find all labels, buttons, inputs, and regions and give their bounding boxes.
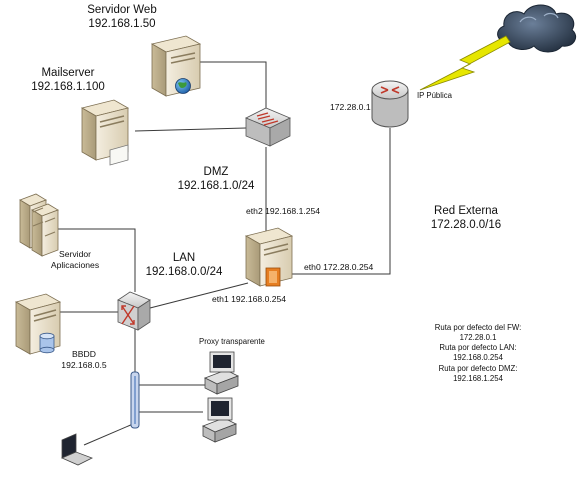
routes-note-line-2: 172.28.0.1 — [459, 333, 497, 343]
link-firewall-router — [292, 128, 391, 275]
laptop-icon — [60, 433, 93, 466]
firewall-server-icon — [244, 227, 294, 287]
external-network-name: Red Externa — [434, 205, 498, 217]
db-server-ip: 192.168.0.5 — [61, 359, 107, 370]
lan-name: LAN — [172, 252, 196, 264]
web-server-name: Servidor Web — [87, 4, 157, 16]
dmz-label: DMZ 192.168.1.0/24 — [168, 165, 264, 194]
dmz-name: DMZ — [203, 166, 229, 178]
lan-bus-icon — [130, 371, 140, 429]
link-mailserver-dmz-switch — [134, 127, 247, 132]
public-ip-label: IP Pública — [417, 91, 452, 100]
router-ip-label: 172.28.0.1 — [330, 102, 371, 112]
mail-server-name: Mailserver — [41, 67, 95, 79]
db-server-name: BBDD — [72, 349, 96, 359]
external-network-label: Red Externa 172.28.0.0/16 — [410, 204, 522, 233]
routes-note-line-5: Ruta por defecto DMZ: — [438, 363, 518, 373]
routes-note-line-6: 192.168.1.254 — [453, 373, 503, 383]
db-server-label: BBDD 192.168.0.5 — [52, 349, 116, 370]
mail-server-ip: 192.168.1.100 — [31, 81, 105, 94]
router-icon — [371, 80, 409, 128]
pc-desktop-icon — [202, 397, 237, 443]
lightning-icon — [419, 35, 511, 91]
external-network-range: 172.28.0.0/16 — [430, 219, 502, 232]
link-appserver-lan-switch — [56, 228, 136, 292]
firewall-eth1-label: eth1 192.168.0.254 — [212, 294, 287, 304]
app-server-icon — [19, 193, 59, 257]
proxy-label: Proxy transparente — [199, 337, 265, 346]
desktop-icon — [204, 351, 239, 395]
cloud-icon — [497, 4, 577, 53]
lan-label: LAN 192.168.0.0/24 — [136, 251, 232, 280]
routes-note: Ruta por defecto del FW: 172.28.0.1 Ruta… — [420, 323, 536, 384]
link-webserver-dmz-switch — [195, 61, 267, 112]
lan-network: 192.168.0.0/24 — [145, 266, 223, 279]
globe-icon — [175, 78, 191, 94]
link-lan-switch-firewall — [149, 282, 249, 309]
app-server-name-1: Servidor — [59, 249, 91, 259]
routes-note-line-3: Ruta por defecto LAN: — [439, 343, 517, 353]
firewall-eth2-label: eth2 192.168.1.254 — [246, 206, 321, 216]
web-server-label: Servidor Web 192.168.1.50 — [66, 3, 178, 32]
switch-icon — [245, 107, 291, 147]
mail-server-label: Mailserver 192.168.1.100 — [18, 66, 118, 95]
connection-lines — [56, 61, 391, 446]
routes-note-line-1: Ruta por defecto del FW: — [434, 323, 522, 332]
firewall-eth0-label: eth0 172.28.0.254 — [304, 262, 374, 272]
app-server-name-2: Aplicaciones — [50, 259, 100, 270]
mail-server-icon — [80, 99, 130, 166]
database-icon — [39, 332, 55, 354]
lan-switch-icon — [117, 291, 151, 331]
web-server-ip: 192.168.1.50 — [88, 18, 156, 31]
link-bus-laptop — [83, 423, 134, 446]
dmz-network: 192.168.1.0/24 — [177, 180, 255, 193]
routes-note-line-4: 192.168.0.254 — [453, 353, 503, 363]
server-icon — [150, 35, 202, 97]
app-server-label: Servidor Aplicaciones — [40, 249, 110, 270]
